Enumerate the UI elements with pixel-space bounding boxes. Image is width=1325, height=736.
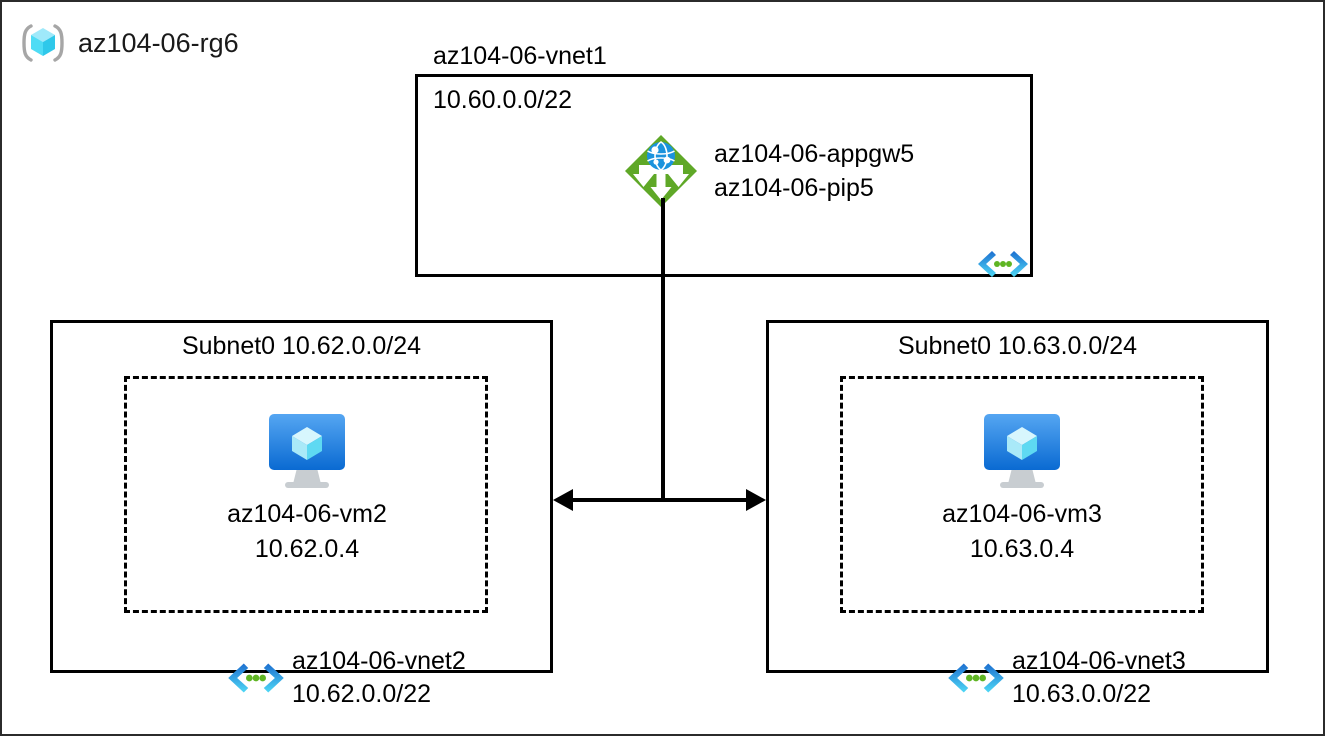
- vnet3-badge-text: az104-06-vnet3 10.63.0.0/22: [1012, 647, 1186, 708]
- vm3-group: az104-06-vm3 10.63.0.4: [902, 410, 1142, 564]
- vnet2-cidr: 10.62.0.0/22: [292, 680, 432, 708]
- appgw-vertical-connector: [661, 198, 665, 500]
- vm2-group: az104-06-vm2 10.62.0.4: [187, 410, 427, 564]
- vnet1-box: [415, 74, 1033, 277]
- peering-arrow-right: [746, 489, 766, 511]
- vm3-labels: az104-06-vm3 10.63.0.4: [942, 500, 1102, 564]
- vnet3-badge: az104-06-vnet3 10.63.0.0/22: [946, 647, 1186, 708]
- vnet3-virtual-network-icon: [946, 661, 1006, 695]
- vnet1-title: az104-06-vnet1: [433, 42, 607, 70]
- vnet1-cidr: 10.60.0.0/22: [433, 86, 573, 114]
- vm2-name: az104-06-vm2: [227, 500, 387, 528]
- peering-arrow-left: [553, 489, 573, 511]
- vnet2-badge-text: az104-06-vnet2 10.62.0.0/22: [292, 647, 466, 708]
- virtual-machine-icon: [976, 410, 1068, 492]
- vnet3-box: [766, 320, 1269, 673]
- vnet2-virtual-network-icon: [226, 661, 286, 695]
- vnet3-cidr: 10.63.0.0/22: [1012, 680, 1152, 708]
- vnet3-subnet-box: [840, 376, 1204, 613]
- vm2-labels: az104-06-vm2 10.62.0.4: [227, 500, 387, 564]
- vm2-ip: 10.62.0.4: [254, 535, 360, 563]
- vnet2-box: [50, 320, 553, 673]
- vnet-peering-connector: [568, 498, 762, 502]
- virtual-machine-icon: [261, 410, 353, 492]
- vm3-name: az104-06-vm3: [942, 500, 1102, 528]
- vnet3-name: az104-06-vnet3: [1012, 647, 1186, 675]
- application-gateway-labels: az104-06-appgw5 az104-06-pip5: [714, 139, 914, 204]
- vnet3-subnet-title: Subnet0 10.63.0.0/24: [897, 332, 1138, 360]
- vm3-ip: 10.63.0.4: [969, 535, 1075, 563]
- vnet2-badge: az104-06-vnet2 10.62.0.0/22: [226, 647, 466, 708]
- vnet2-name: az104-06-vnet2: [292, 647, 466, 675]
- vnet1-virtual-network-icon: [976, 249, 1030, 279]
- resource-group-header: az104-06-rg6: [20, 20, 239, 66]
- application-gateway-group: az104-06-appgw5 az104-06-pip5: [622, 132, 914, 210]
- application-gateway-name: az104-06-appgw5: [714, 139, 915, 168]
- public-ip-name: az104-06-pip5: [714, 174, 874, 202]
- vnet2-subnet-box: [124, 376, 488, 613]
- resource-group-name: az104-06-rg6: [78, 27, 239, 58]
- application-gateway-icon: [622, 132, 700, 210]
- vnet2-subnet-title: Subnet0 10.62.0.0/24: [181, 332, 422, 360]
- resource-group-cube-icon: [20, 20, 66, 66]
